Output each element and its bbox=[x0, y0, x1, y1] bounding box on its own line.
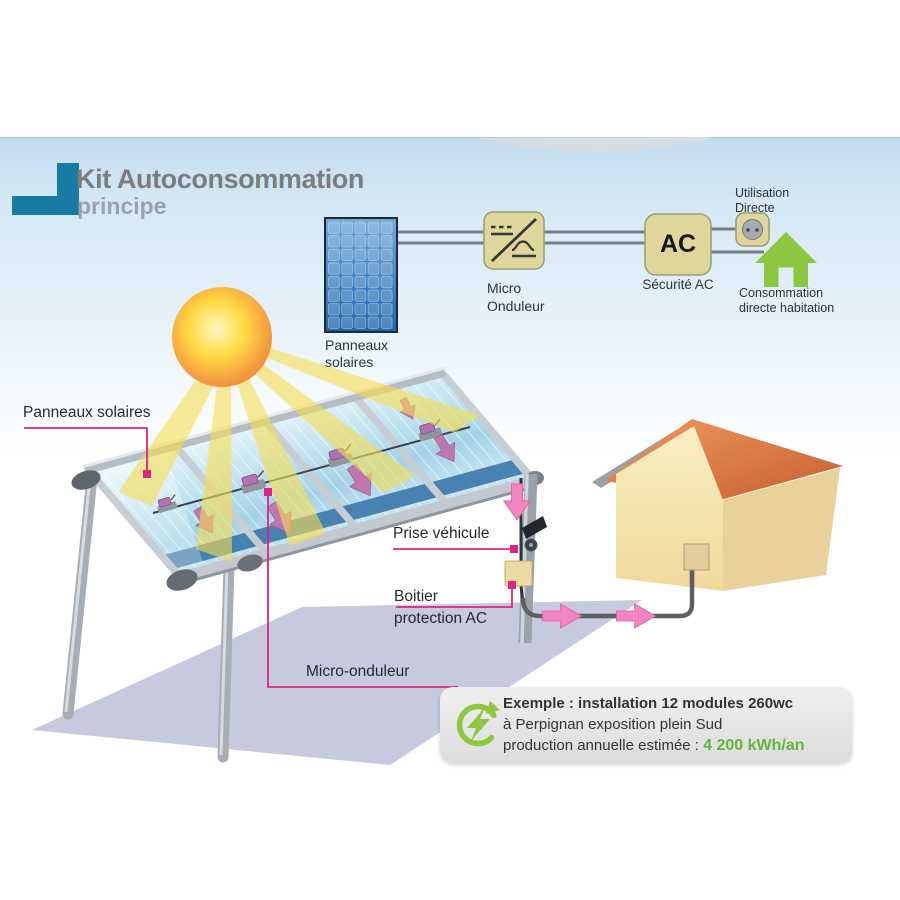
house-illustration bbox=[592, 419, 843, 591]
page-title: Kit Autoconsommation bbox=[76, 164, 364, 194]
example-callout: Exemple : installation 12 modules 260wc … bbox=[440, 687, 852, 763]
flow-panel-label: Panneaux solaires bbox=[325, 337, 389, 370]
logo-mark-horizontal bbox=[12, 196, 79, 215]
solar-panel-icon bbox=[324, 217, 398, 333]
carport-legs bbox=[62, 471, 235, 763]
vehicle-socket-icon bbox=[522, 516, 547, 552]
house-connection-box bbox=[683, 543, 710, 571]
sun-icon bbox=[172, 287, 272, 387]
example-production-prefix: production annuelle estimée : bbox=[503, 737, 704, 754]
ac-protection-box-icon bbox=[504, 560, 533, 587]
outlet-label: Utilisation Directe bbox=[735, 186, 790, 215]
direct-consumption-label: Consommation directe habitation bbox=[739, 286, 835, 315]
ac-box-letters: AC bbox=[659, 230, 697, 258]
ground-cable bbox=[520, 566, 695, 619]
example-title: Exemple : installation 12 modules 260wc bbox=[503, 695, 794, 712]
power-outlet-icon bbox=[735, 212, 770, 247]
inverter-icon bbox=[483, 211, 545, 270]
example-location: à Perpignan exposition plein Sud bbox=[503, 716, 723, 733]
ac-safety-box-icon bbox=[644, 213, 712, 276]
swoosh bbox=[480, 137, 712, 153]
label-connector-dots bbox=[143, 470, 518, 589]
micro-inverter-label: Micro-onduleur bbox=[306, 663, 410, 680]
ac-safety-label: Sécurité AC bbox=[642, 277, 714, 292]
carport-shadow bbox=[32, 600, 642, 765]
flow-wires bbox=[397, 227, 764, 254]
carport bbox=[32, 366, 710, 765]
green-house-icon bbox=[755, 232, 817, 287]
page-subtitle: principe bbox=[77, 193, 167, 219]
example-production-value: 4 200 kWh/an bbox=[703, 737, 805, 754]
label-connectors bbox=[24, 427, 514, 688]
eco-energy-icon bbox=[456, 701, 500, 747]
vehicle-socket-label: Prise véhicule bbox=[393, 525, 490, 542]
example-production: production annuelle estimée : 4 200 kWh/… bbox=[503, 737, 805, 755]
carport-panels-label: Panneaux solaires bbox=[23, 404, 151, 421]
ac-protection-label: Boitier protection AC bbox=[394, 588, 488, 627]
flow-inverter-label: Micro Onduleur bbox=[487, 280, 545, 314]
sun-rays bbox=[118, 344, 480, 562]
